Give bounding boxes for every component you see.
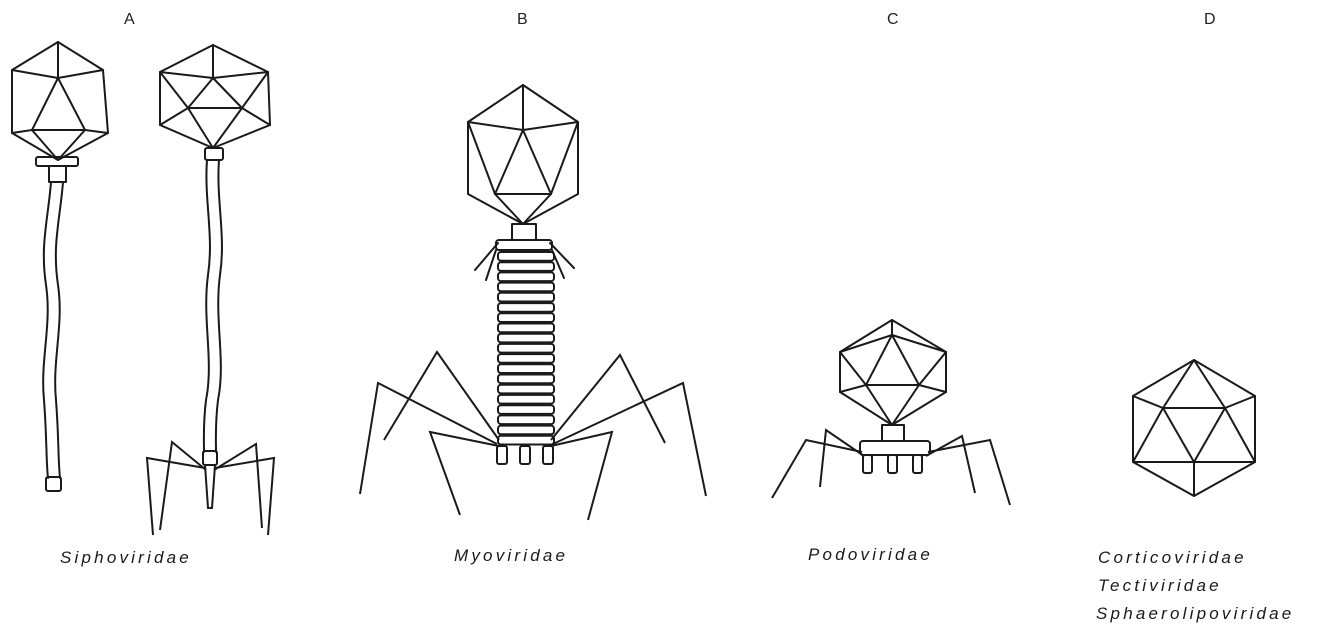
podovirus-drawing bbox=[772, 320, 1010, 505]
icosahedral-capsid bbox=[12, 42, 108, 160]
family-label-siphoviridae: Siphoviridae bbox=[60, 548, 192, 568]
sheath-ring bbox=[498, 344, 554, 353]
short-tail bbox=[860, 425, 930, 473]
collar bbox=[36, 157, 78, 182]
sheath-ring bbox=[498, 303, 554, 312]
sheath-ring bbox=[498, 375, 554, 384]
flexible-tail bbox=[43, 182, 63, 491]
sheath-ring bbox=[498, 364, 554, 373]
sheath-ring bbox=[498, 313, 554, 322]
sheath-ring bbox=[498, 262, 554, 271]
siphovirus-drawing-1 bbox=[12, 42, 108, 491]
myovirus-drawing bbox=[360, 85, 706, 520]
family-label-sphaerolipoviridae: Sphaerolipoviridae bbox=[1096, 604, 1294, 624]
contractile-sheath bbox=[498, 252, 554, 445]
icosahedral-capsid bbox=[468, 85, 578, 224]
sheath-ring bbox=[498, 436, 554, 445]
sheath-ring bbox=[498, 426, 554, 435]
sheath-ring bbox=[498, 405, 554, 414]
icosahedral-capsid bbox=[840, 320, 946, 425]
family-label-tectiviridae: Tectiviridae bbox=[1098, 576, 1222, 596]
family-label-corticoviridae: Corticoviridae bbox=[1098, 548, 1247, 568]
baseplate-spike bbox=[205, 465, 215, 508]
sheath-ring bbox=[498, 283, 554, 292]
sheath-ring bbox=[498, 293, 554, 302]
family-label-myoviridae: Myoviridae bbox=[454, 546, 568, 566]
sheath-ring bbox=[498, 415, 554, 424]
collar bbox=[496, 224, 552, 250]
family-label-podoviridae: Podoviridae bbox=[808, 545, 933, 565]
siphovirus-drawing-2 bbox=[147, 45, 274, 535]
tailless-virion-drawing bbox=[1133, 360, 1255, 496]
collar bbox=[205, 148, 223, 160]
icosahedral-capsid bbox=[160, 45, 270, 148]
sheath-ring bbox=[498, 334, 554, 343]
sheath-ring bbox=[498, 252, 554, 261]
sheath-ring bbox=[498, 395, 554, 404]
tail-fibers bbox=[147, 442, 274, 535]
sheath-ring bbox=[498, 354, 554, 363]
baseplate-pins bbox=[497, 446, 553, 464]
sheath-ring bbox=[498, 324, 554, 333]
flexible-tail bbox=[203, 160, 222, 465]
sheath-ring bbox=[498, 385, 554, 394]
sheath-ring bbox=[498, 272, 554, 281]
